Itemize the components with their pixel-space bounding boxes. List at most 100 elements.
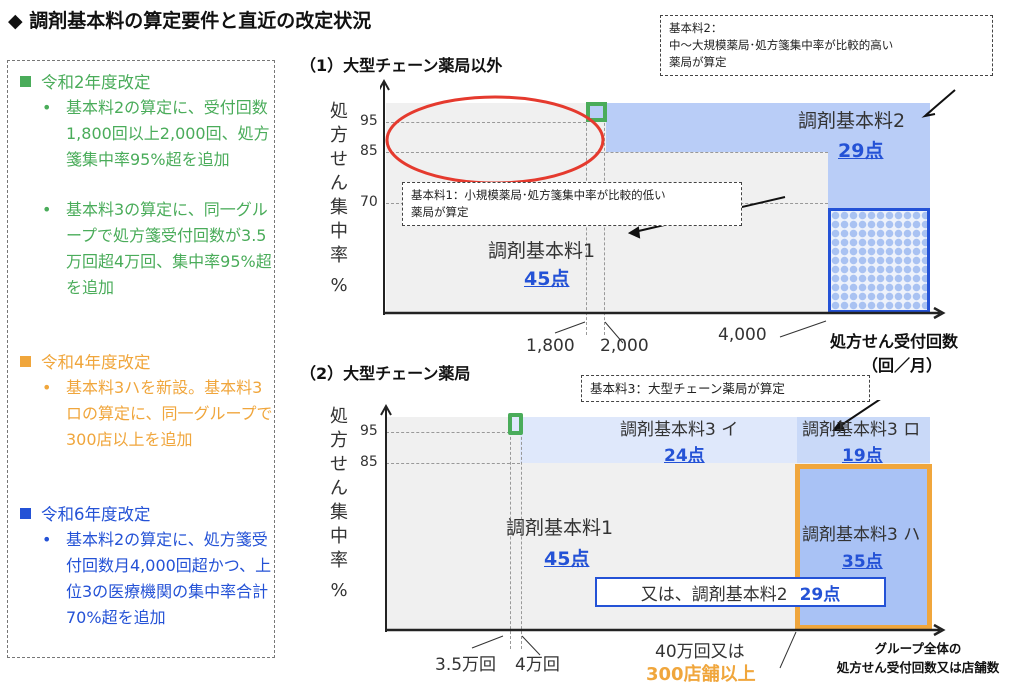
chart2-y-label: 処 方 せ ん 集 中 率 % (328, 405, 350, 603)
square-bullet-icon (20, 355, 31, 367)
section-heading: 令和4年度改定 (41, 353, 151, 372)
gridline-95 (386, 432, 510, 433)
bullet-text: 基本料2の算定に、処方箋受付回数月4,000回超かつ、上位3の医療機関の集中率合… (66, 530, 272, 627)
bullet-dot: • (42, 98, 52, 117)
x-axis-label: 処方せん受付回数 (830, 332, 959, 351)
x-axis-label-2: グループ全体の 処方せん受付回数又は店舗数 (812, 638, 1024, 676)
x-tick-40000: 4万回 (515, 655, 560, 675)
fee1-label: 調剤基本料1 (488, 240, 596, 262)
fee2-label: 調剤基本料2 (798, 110, 906, 132)
y-label-char: ん (330, 173, 348, 194)
list-item: • 基本料2の算定に、処方箋受付回数月4,000回超かつ、上位3の医療機関の集中率… (42, 527, 276, 631)
r2-added-box (508, 413, 523, 435)
fee2-points: 29点 (838, 140, 884, 162)
y-label-char: 中 (330, 221, 348, 242)
x-tick-2000: 2,000 (600, 336, 649, 356)
square-bullet-icon (20, 75, 31, 87)
note-line: 薬局が算定 (411, 205, 469, 219)
x-axis-label-line: 処方せん受付回数又は店舗数 (836, 660, 1000, 675)
bullet-dot: • (42, 530, 52, 549)
y-label-char: 率 (330, 550, 348, 571)
revision-history-panel: 令和2年度改定 • 基本料2の算定に、受付回数1,800回以上2,000回、処方箋… (7, 60, 275, 658)
chart2-heading: （2）大型チェーン薬局 (300, 364, 471, 383)
arrow-note2 (921, 89, 956, 118)
x-axis (386, 623, 946, 637)
alt-fee2-box: 又は、調剤基本料2 29点 (595, 577, 886, 607)
note-line: 基本料1：小規模薬局･処方箋集中率が比較的低い (411, 188, 666, 202)
note-line: 基本料3：大型チェーン薬局が算定 (590, 381, 785, 396)
note-line: 薬局が算定 (669, 55, 727, 69)
fee3i-label: 調剤基本料3 イ (620, 420, 739, 440)
fee2-region-upper (828, 103, 930, 208)
y-axis (380, 78, 390, 315)
y-label-char: 処 (330, 406, 348, 427)
note-line: 中～大規模薬局･処方箋集中率が比較的高い (669, 38, 894, 52)
y-label-char: % (330, 580, 348, 601)
fee3ro-points: 19点 (842, 446, 883, 466)
arrow-note3 (832, 400, 881, 431)
gridline-85 (386, 463, 520, 464)
gridline-95 (386, 122, 586, 123)
bullet-dot: • (42, 200, 52, 219)
list-item: • 基本料2の算定に、受付回数1,800回以上2,000回、処方箋集中率95%超を… (42, 95, 276, 173)
y-label-char: 方 (330, 430, 348, 451)
square-bullet-icon (20, 507, 31, 519)
note-line: 基本料2： (669, 21, 723, 35)
section-r4: 令和4年度改定 (20, 349, 151, 373)
note-fee1: 基本料1：小規模薬局･処方箋集中率が比較的低い 薬局が算定 (402, 182, 742, 226)
section-r2: 令和2年度改定 (20, 69, 151, 93)
x-axis (384, 306, 946, 320)
fee1-label-2: 調剤基本料1 (506, 517, 614, 539)
fee3ro-label: 調剤基本料3 ロ (802, 420, 921, 440)
y-tick-85: 85 (360, 454, 378, 470)
y-label-char: 集 (330, 197, 348, 218)
fee3ro-region (797, 417, 930, 463)
r2-added-box (586, 102, 607, 122)
y-axis (380, 403, 392, 632)
section-heading: 令和2年度改定 (41, 73, 151, 92)
fee2-2024-patterned-region (828, 208, 930, 313)
section-heading: 令和6年度改定 (41, 505, 151, 524)
x-tick-35000: 3.5万回 (435, 655, 497, 675)
bullet-dot: • (42, 378, 52, 397)
y-tick-95: 95 (360, 113, 378, 129)
chart2-axes (380, 400, 946, 669)
y-label-char: せ (330, 454, 348, 475)
y-label-char: せ (330, 149, 348, 170)
list-item: • 基本料3の算定に、同一グループで処方箋受付回数が3.5万回超4万回、集中率95… (42, 197, 276, 301)
tick-leaders (471, 631, 797, 669)
alt-fee2-label: 又は、調剤基本料2 (640, 584, 788, 605)
y-label-char: ん (330, 478, 348, 499)
y-label-char: 中 (330, 526, 348, 547)
fee1-points-2: 45点 (544, 548, 590, 570)
section-r6: 令和6年度改定 (20, 501, 151, 525)
fee3ha-points: 35点 (842, 552, 883, 572)
alt-fee2-points: 29点 (799, 584, 841, 605)
y-tick-85: 85 (360, 143, 378, 159)
chart1-axes (380, 78, 956, 344)
list-item: • 基本料3ハを新設。基本料3ロの算定に、同一グループで300店以上を追加 (42, 375, 276, 453)
y-tick-95: 95 (360, 423, 378, 439)
gridline-85 (386, 152, 828, 153)
note-fee2: 基本料2： 中～大規模薬局･処方箋集中率が比較的高い 薬局が算定 (660, 15, 993, 76)
tick-leaders (554, 320, 827, 344)
gridline-40000 (521, 417, 522, 649)
fee3i-region (520, 417, 797, 463)
x-axis-label-line: グループ全体の (874, 641, 962, 656)
bullet-text: 基本料3の算定に、同一グループで処方箋受付回数が3.5万回超4万回、集中率95%… (66, 200, 272, 297)
bullet-text: 基本料2の算定に、受付回数1,800回以上2,000回、処方箋集中率95%超を追… (66, 98, 270, 169)
y-label-char: 率 (330, 245, 348, 266)
y-label-char: 処 (330, 101, 348, 122)
y-label-char: % (330, 275, 348, 296)
y-label-char: 集 (330, 502, 348, 523)
fee3ha-label: 調剤基本料3 ハ (802, 525, 921, 545)
bullet-text: 基本料3ハを新設。基本料3ロの算定に、同一グループで300店以上を追加 (66, 378, 273, 449)
x-tick-1800: 1,800 (526, 336, 575, 356)
x-tick-400000-line1: 40万回又は (655, 642, 745, 662)
chart1-y-label: 処 方 せ ん 集 中 率 % (328, 100, 350, 298)
note-fee3: 基本料3：大型チェーン薬局が算定 (581, 375, 870, 402)
highlight-ellipse (385, 95, 605, 185)
gridline-35000 (510, 417, 511, 649)
x-tick-4000: 4,000 (718, 325, 767, 345)
chart1-heading: （1）大型チェーン薬局以外 (300, 56, 503, 75)
